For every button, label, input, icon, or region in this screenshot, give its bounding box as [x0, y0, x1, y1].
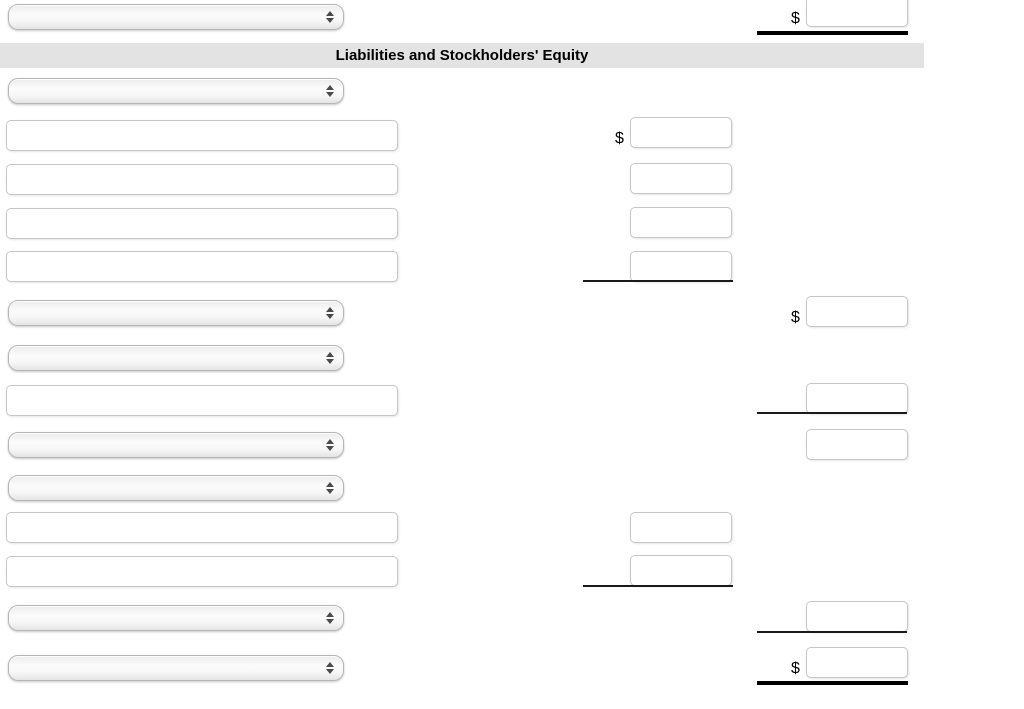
dollar-sign: $	[791, 10, 800, 27]
dollar-sign: $	[791, 660, 800, 677]
amount-input-middle-6[interactable]	[630, 555, 732, 586]
account-title-input-2[interactable]	[6, 164, 398, 195]
account-title-input-4[interactable]	[6, 251, 398, 282]
updown-arrows-icon	[326, 612, 334, 624]
single-rule	[583, 585, 733, 587]
updown-arrows-icon	[326, 85, 334, 97]
amount-input-middle-1[interactable]	[630, 117, 732, 148]
updown-arrows-icon	[326, 352, 334, 364]
double-rule	[757, 681, 908, 685]
amount-input-right-6[interactable]	[806, 647, 908, 678]
amount-input-right-4[interactable]	[806, 429, 908, 460]
section-label-select-3[interactable]	[8, 300, 344, 326]
single-rule	[757, 631, 907, 633]
account-title-input-6[interactable]	[6, 512, 398, 543]
amount-input-right-1[interactable]	[806, 0, 908, 27]
amount-input-middle-2[interactable]	[630, 163, 732, 194]
section-label-select-5[interactable]	[8, 432, 344, 458]
section-label-select-6[interactable]	[8, 475, 344, 501]
updown-arrows-icon	[326, 11, 334, 23]
amount-input-middle-4[interactable]	[630, 251, 732, 282]
updown-arrows-icon	[326, 482, 334, 494]
account-title-input-1[interactable]	[6, 120, 398, 151]
amount-input-right-3[interactable]	[806, 383, 908, 414]
section-label-select-7[interactable]	[8, 605, 344, 631]
dollar-sign: $	[791, 309, 800, 326]
amount-input-right-2[interactable]	[806, 296, 908, 327]
updown-arrows-icon	[326, 662, 334, 674]
dollar-sign: $	[615, 130, 624, 147]
updown-arrows-icon	[326, 439, 334, 451]
section-label-select-1[interactable]	[8, 4, 344, 30]
amount-input-middle-3[interactable]	[630, 207, 732, 238]
account-title-input-5[interactable]	[6, 385, 398, 416]
double-rule	[757, 31, 908, 35]
section-label-select-8[interactable]	[8, 655, 344, 681]
updown-arrows-icon	[326, 307, 334, 319]
section-label-select-2[interactable]	[8, 78, 344, 104]
amount-input-middle-5[interactable]	[630, 512, 732, 543]
amount-input-right-5[interactable]	[806, 601, 908, 632]
section-header: Liabilities and Stockholders' Equity	[0, 43, 924, 68]
single-rule	[757, 412, 907, 414]
account-title-input-7[interactable]	[6, 556, 398, 587]
account-title-input-3[interactable]	[6, 208, 398, 239]
single-rule	[583, 280, 733, 282]
section-label-select-4[interactable]	[8, 345, 344, 371]
